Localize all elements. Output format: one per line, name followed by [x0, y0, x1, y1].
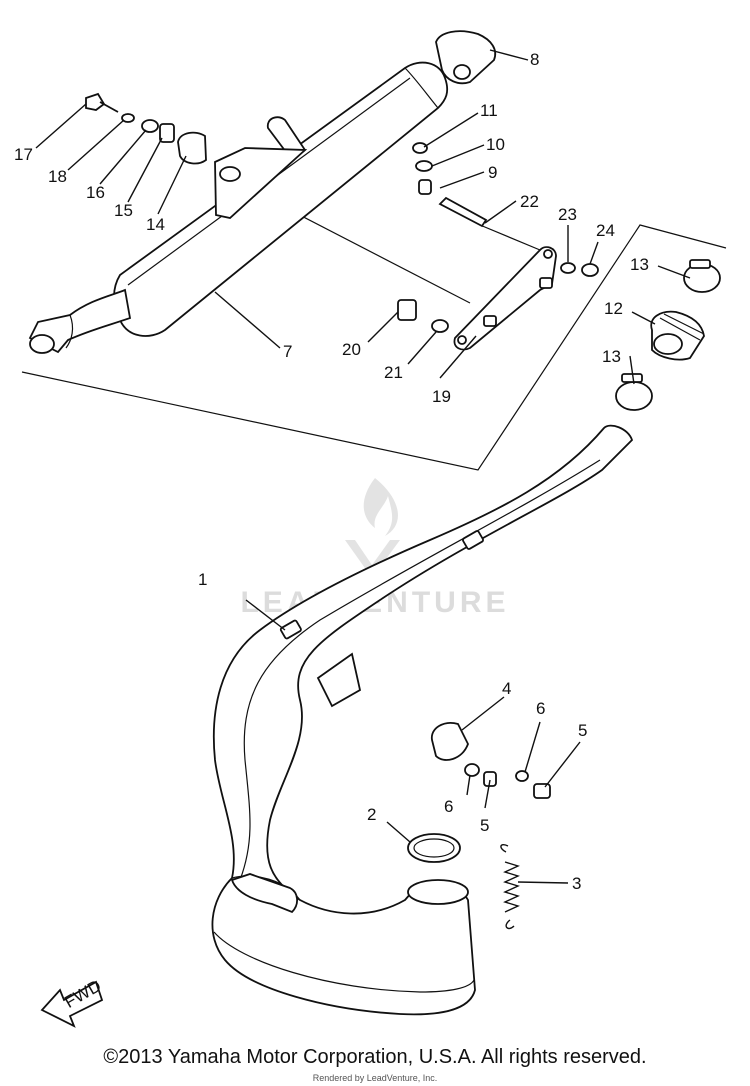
flame-logo-icon: [363, 478, 398, 536]
part-8-end-cap: [435, 30, 497, 85]
callout-8: 8: [530, 50, 539, 69]
callout-18: 18: [48, 167, 67, 186]
callout-14: 14: [146, 215, 165, 234]
hardware-9-10-11: [412, 142, 433, 195]
part-22-bolt: [438, 196, 488, 228]
callout-17: 17: [14, 145, 33, 164]
callout-10: 10: [486, 135, 505, 154]
callout-15: 15: [114, 201, 133, 220]
callout-4: 4: [502, 679, 511, 698]
callout-24: 24: [596, 221, 615, 240]
callout-23: 23: [558, 205, 577, 224]
callout-3: 3: [572, 874, 581, 893]
part-7-silencer: [28, 61, 449, 354]
part-12-joint: [650, 310, 705, 361]
callout-9: 9: [488, 163, 497, 182]
callout-5b: 5: [480, 816, 489, 835]
callout-6a: 6: [536, 699, 545, 718]
part-2-gasket: [407, 833, 461, 863]
callout-5a: 5: [578, 721, 587, 740]
callout-20: 20: [342, 340, 361, 359]
part-1-exhaust-pipe: [211, 424, 634, 1016]
part-19-bracket: [453, 246, 557, 351]
fwd-arrow: FWD: [40, 976, 104, 1028]
callout-13b: 13: [602, 347, 621, 366]
callout-1: 1: [198, 570, 207, 589]
part-4-damper: [431, 722, 469, 761]
v-logo-icon: [345, 540, 400, 578]
callout-12: 12: [604, 299, 623, 318]
callout-19: 19: [432, 387, 451, 406]
hardware-5-6: [464, 763, 551, 799]
hardware-14-18: [85, 92, 207, 165]
hardware-23-24: [560, 262, 599, 277]
callout-21: 21: [384, 363, 403, 382]
callout-labels: 1 2 3 4 5 5 6 6 7 8 9 10 11 12 13 13 14 …: [14, 50, 649, 893]
callout-6b: 6: [444, 797, 453, 816]
callout-11: 11: [480, 101, 498, 120]
callout-22: 22: [520, 192, 539, 211]
rendered-by-notice: Rendered by LeadVenture, Inc.: [312, 1073, 438, 1083]
callout-7: 7: [283, 342, 292, 361]
callout-16: 16: [86, 183, 105, 202]
callout-13a: 13: [630, 255, 649, 274]
hardware-20-21: [397, 299, 449, 333]
leader-lines: [35, 49, 691, 884]
callout-2: 2: [367, 805, 376, 824]
copyright-notice: ©2013 Yamaha Motor Corporation, U.S.A. A…: [103, 1046, 647, 1068]
part-13-clamps: [615, 259, 721, 411]
part-3-spring: [500, 843, 520, 930]
